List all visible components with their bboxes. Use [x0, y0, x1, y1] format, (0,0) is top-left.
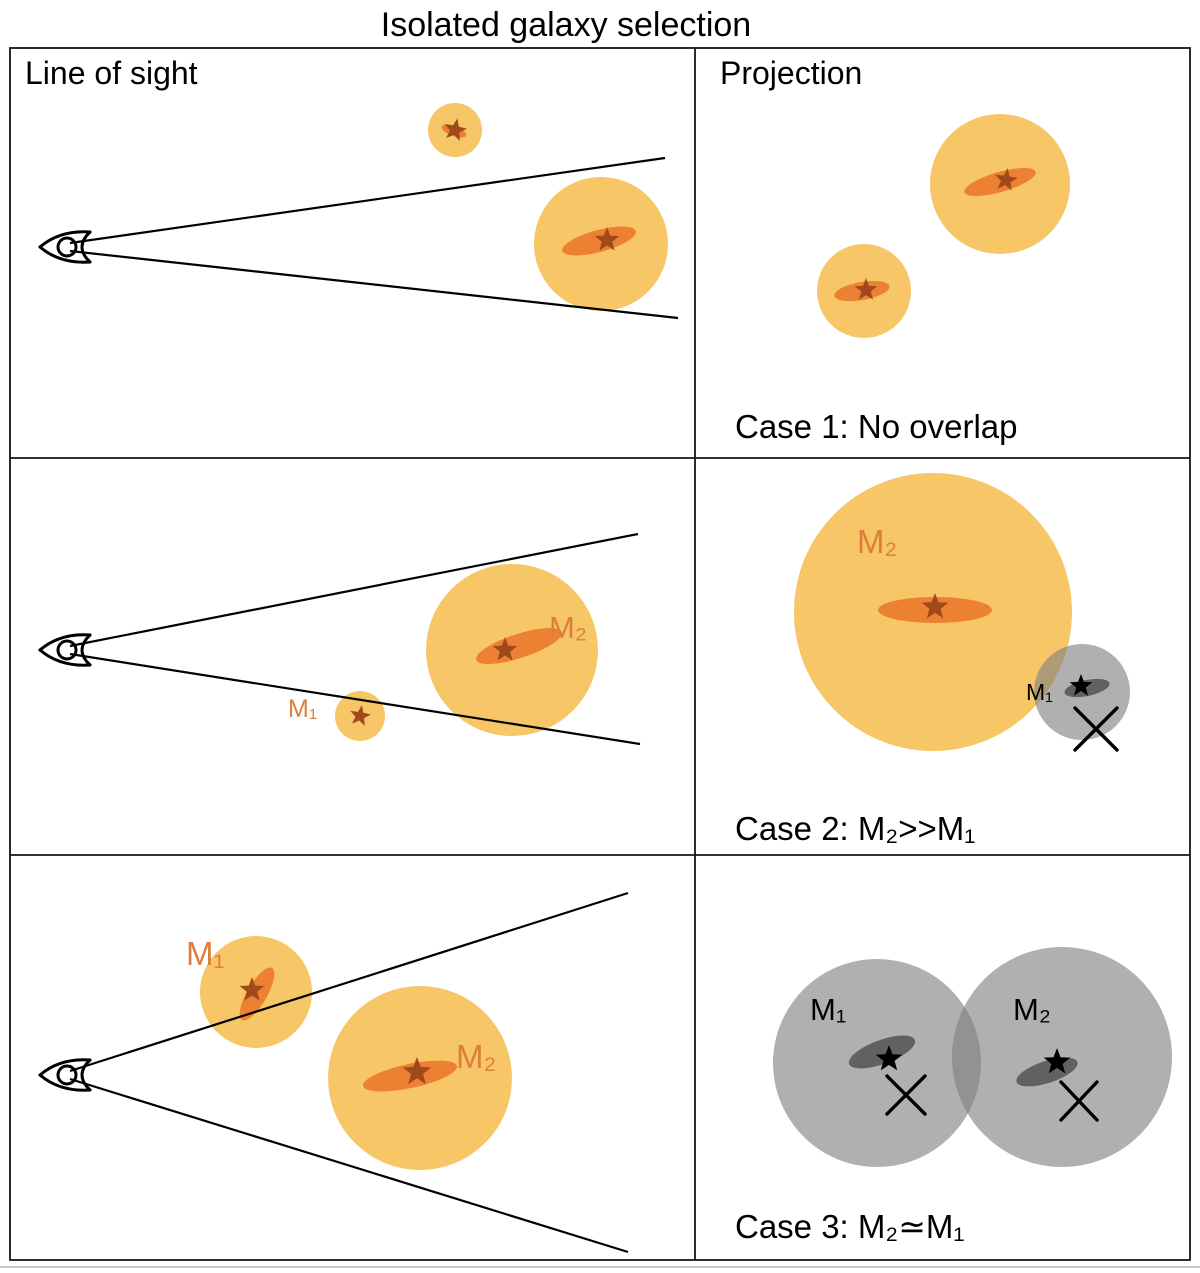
figure-title: Isolated galaxy selection [381, 6, 751, 44]
eye-icon [38, 230, 92, 264]
sight-line-upper [69, 891, 629, 1073]
excluded-x-icon [885, 1074, 927, 1116]
m1-label: M₁ [1026, 679, 1053, 705]
case3-caption: Case 3: M₂≃M₁ [735, 1208, 964, 1245]
eye-icon [38, 633, 92, 667]
eye-icon [38, 1058, 92, 1092]
panel-case2-line-of-sight: M₂ M₁ [38, 532, 641, 746]
panel-case3-projection: M₁ M₂ Case 3: M₂≃M₁ [735, 947, 1172, 1245]
panel-case1-projection: Projection Case 1: No overlap [720, 55, 1070, 445]
excluded-x-icon [1073, 706, 1119, 752]
panel-case3-line-of-sight: M₁ M₂ [38, 891, 629, 1254]
galaxy-disk [964, 167, 1036, 197]
excluded-x-icon [1059, 1080, 1099, 1122]
m1-label: M₁ [288, 695, 317, 723]
case1-caption: Case 1: No overlap [735, 408, 1017, 445]
m2-label: M₂ [1013, 992, 1051, 1027]
m1-label: M₁ [810, 992, 846, 1027]
galaxy-disk-m1 [848, 1035, 916, 1069]
sight-line-lower [69, 652, 641, 746]
galaxy-disk [562, 226, 636, 256]
m2-label: M₂ [549, 610, 587, 645]
sight-line-lower [69, 1077, 629, 1254]
m2-label: M₂ [857, 523, 897, 560]
figure-border [9, 47, 1191, 1261]
line-of-sight-label: Line of sight [25, 55, 198, 91]
galaxy-halo-m2-excluded [952, 947, 1172, 1167]
sight-line-upper [69, 156, 666, 245]
panel-case2-projection: M₂ M₁ Case 2: M₂>>M₁ [735, 473, 1130, 847]
m2-label: M₂ [456, 1038, 496, 1075]
galaxy-disk-m2 [362, 1060, 458, 1092]
projection-label: Projection [720, 55, 862, 91]
sight-line-upper [69, 532, 639, 648]
sight-line-lower [69, 249, 679, 320]
m1-label: M₁ [186, 935, 225, 972]
case2-caption: Case 2: M₂>>M₁ [735, 810, 975, 847]
panel-case1-line-of-sight: Line of sight [25, 55, 679, 320]
galaxy-disk-m2 [476, 628, 562, 664]
